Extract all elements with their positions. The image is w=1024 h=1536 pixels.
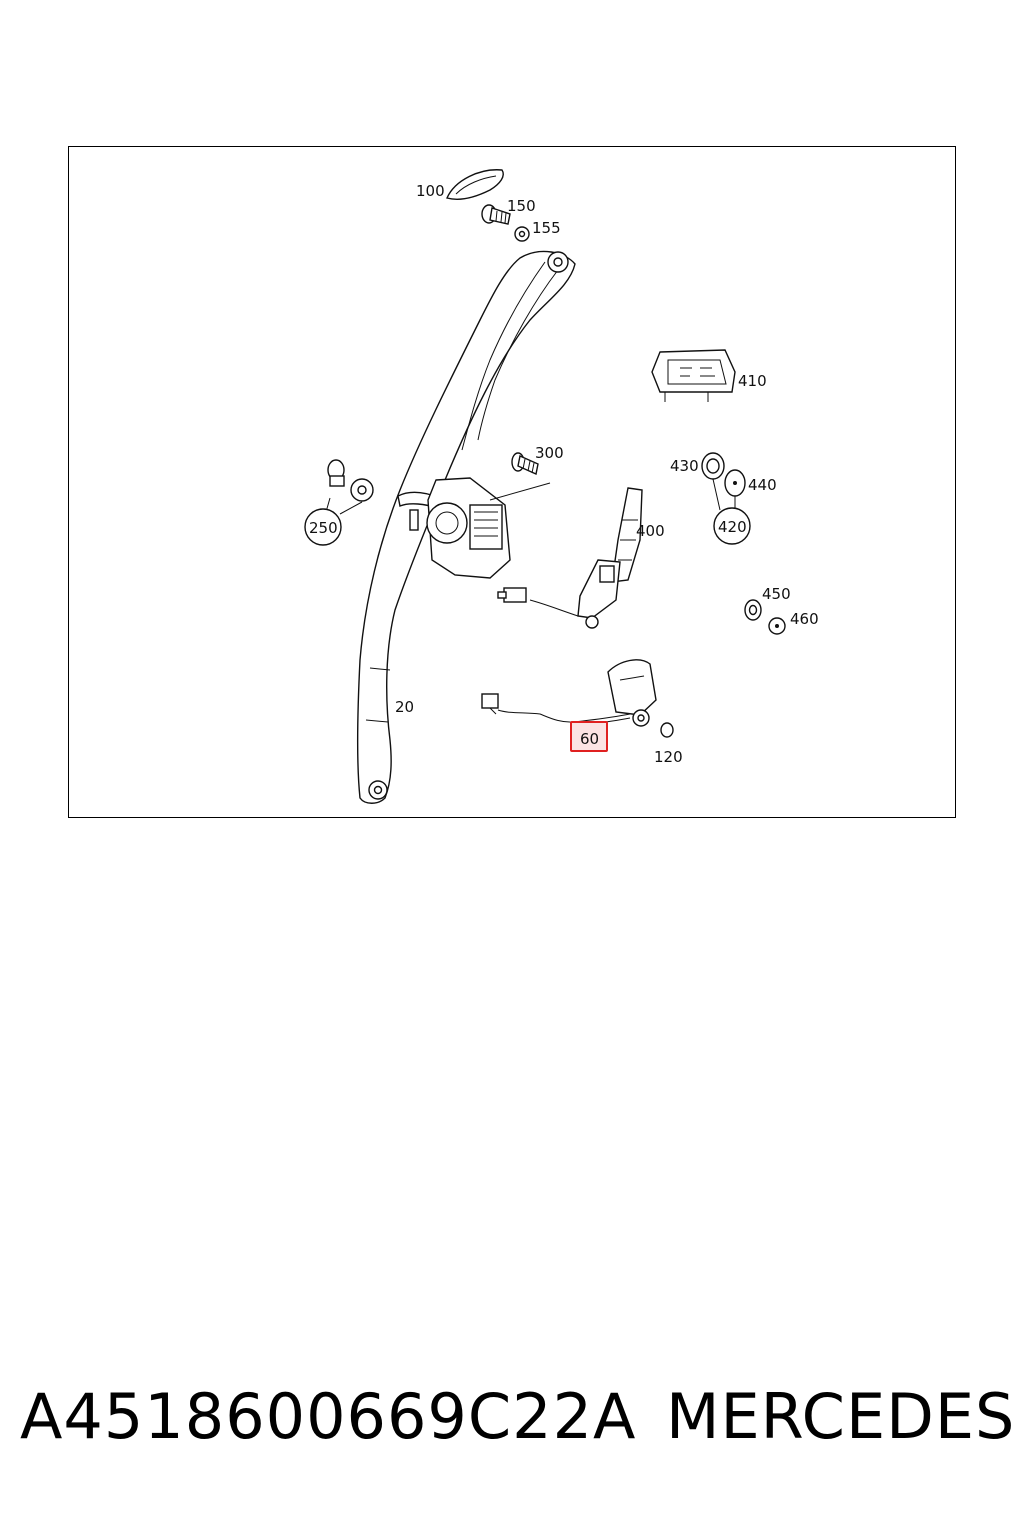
part-250-bushing — [304, 459, 374, 546]
label-150: 150 — [507, 197, 536, 215]
part-150-bolt — [481, 204, 511, 225]
diagram-frame — [68, 146, 956, 818]
part-number: A4518600669C22A — [20, 1380, 637, 1453]
part-300-bolt — [511, 452, 539, 475]
seat-belt-diagram: 100 150 155 410 300 430 440 250 420 400 … — [304, 169, 819, 804]
part-100-cover — [446, 169, 504, 200]
part-155-washer — [514, 226, 530, 242]
label-60: 60 — [580, 730, 599, 748]
label-460: 460 — [790, 610, 819, 628]
label-300: 300 — [535, 444, 564, 462]
label-440: 440 — [748, 476, 777, 494]
label-100: 100 — [416, 182, 445, 200]
part-430-440-group — [701, 452, 751, 545]
label-20: 20 — [395, 698, 414, 716]
part-450-460-group — [744, 599, 786, 635]
label-450: 450 — [762, 585, 791, 603]
label-410: 410 — [738, 372, 767, 390]
part-60-buckle — [481, 659, 657, 727]
part-120-clip — [660, 722, 674, 738]
label-420: 420 — [718, 518, 747, 536]
label-430: 430 — [670, 457, 699, 475]
part-20-belt — [356, 250, 576, 804]
part-retractor — [397, 477, 551, 579]
label-250: 250 — [309, 519, 338, 537]
label-400: 400 — [636, 522, 665, 540]
highlight-box-60 — [570, 721, 608, 752]
part-400-tensioner — [497, 487, 643, 629]
part-410-bracket — [651, 349, 736, 402]
label-155: 155 — [532, 219, 561, 237]
brand-name: MERCEDES — [666, 1380, 1016, 1453]
footer: A4518600669C22A MERCEDES — [20, 1380, 1014, 1480]
label-120: 120 — [654, 748, 683, 766]
